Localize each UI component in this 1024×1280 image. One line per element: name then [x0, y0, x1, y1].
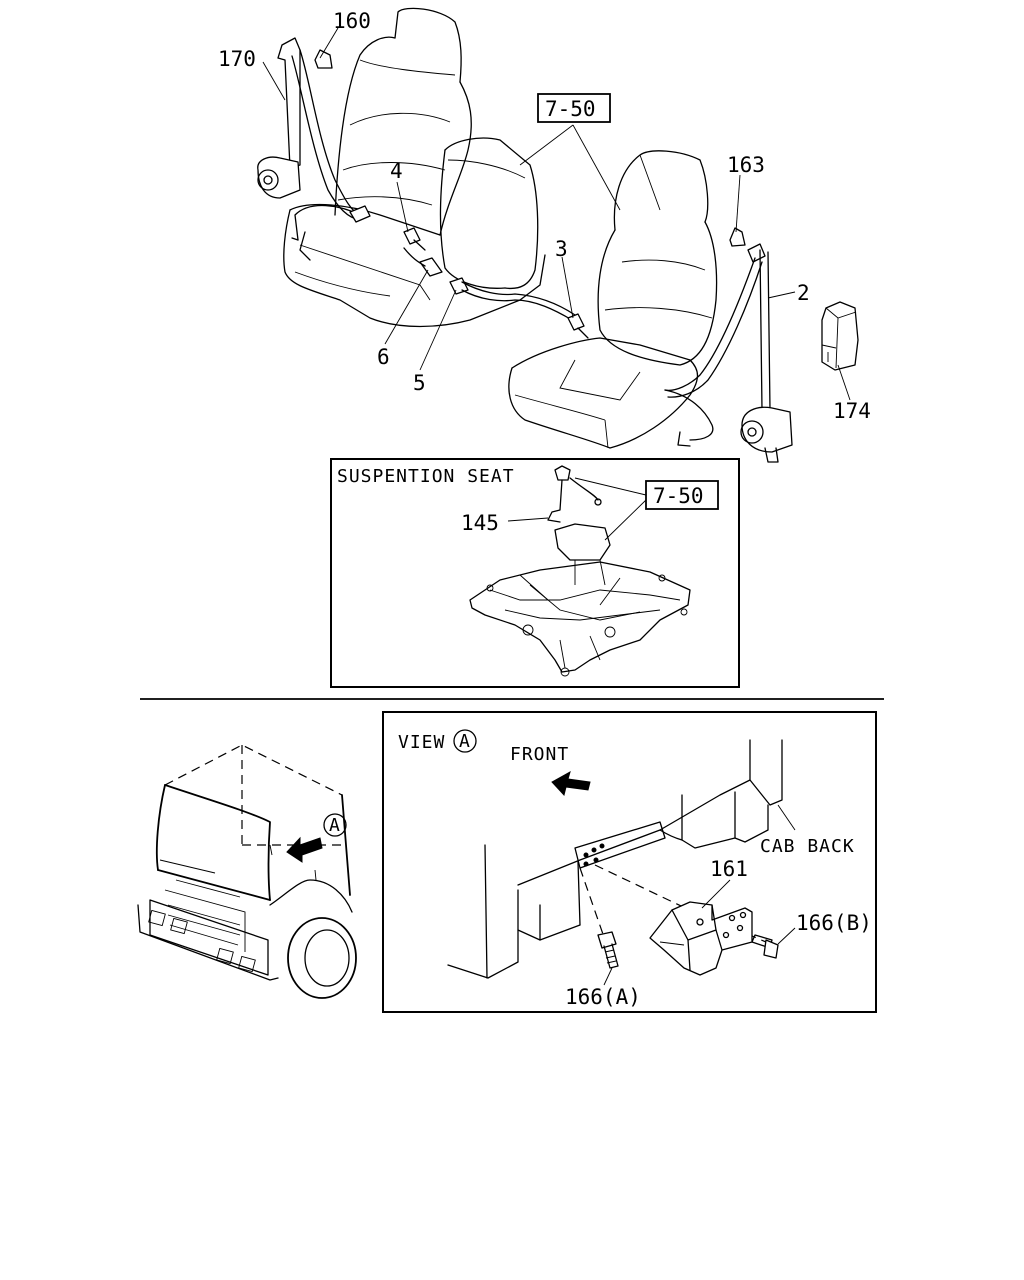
label-ref-seat: 7-50	[545, 97, 596, 121]
suspension-seat-title: SUSPENTION SEAT	[337, 466, 515, 487]
upper-leader-lines	[262, 27, 851, 401]
ref-box-seat: 7-50	[537, 93, 611, 123]
label-174: 174	[833, 399, 871, 423]
view-title: VIEW	[398, 732, 445, 753]
label-166a: 166(A)	[565, 985, 641, 1009]
view-marker: A	[459, 731, 471, 752]
label-ref-susp: 7-50	[653, 484, 704, 508]
label-160: 160	[333, 9, 371, 33]
seat-assembly-illustration	[257, 7, 859, 463]
suspension-seat-inset: SUSPENTION SEAT 7-50 145	[330, 458, 740, 688]
front-label: FRONT	[510, 744, 569, 765]
cab-illustration: A	[137, 744, 357, 999]
label-2: 2	[797, 281, 810, 305]
label-145: 145	[461, 511, 499, 535]
label-170: 170	[218, 47, 256, 71]
label-6: 6	[377, 345, 390, 369]
label-5: 5	[413, 371, 426, 395]
label-3: 3	[555, 237, 568, 261]
cab-marker-a: A	[329, 815, 341, 836]
label-163: 163	[727, 153, 765, 177]
view-a-inset: VIEW A FRONT CAB BACK	[382, 711, 877, 1013]
label-4: 4	[390, 159, 403, 183]
label-166b: 166(B)	[796, 911, 872, 935]
label-161: 161	[710, 857, 748, 881]
cab-back-label: CAB BACK	[760, 836, 855, 857]
